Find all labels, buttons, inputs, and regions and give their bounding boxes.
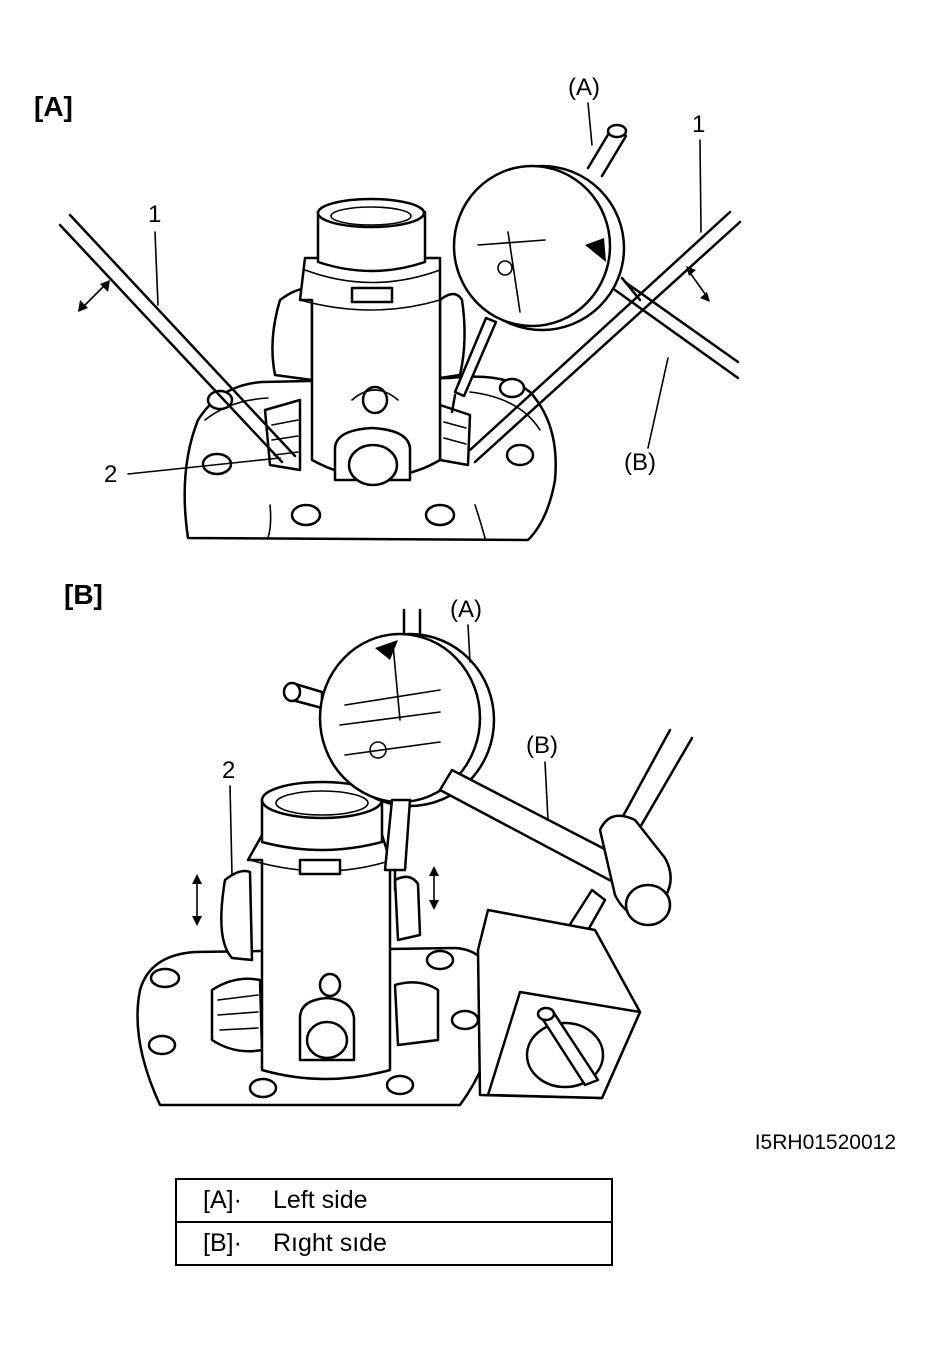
callout-b-gear: 2 <box>222 757 235 784</box>
gauge-stand-a <box>613 276 740 380</box>
panel-b-illustration: [B] <box>64 579 694 1107</box>
movement-arrows-b <box>192 866 439 926</box>
differential-case-b <box>136 780 497 1107</box>
callout-a-dial: (A) <box>568 74 600 101</box>
callout-b-dial: (A) <box>450 596 482 623</box>
legend-cell-b: [B]· Rıght sıde <box>175 1221 613 1266</box>
dial-gauge-a <box>450 123 628 414</box>
legend-value-b: Rıght sıde <box>273 1229 387 1257</box>
panel-b-tag: [B] <box>64 579 103 610</box>
legend-row-a: [A]· Left side <box>175 1178 613 1223</box>
panel-a-illustration: [A] <box>34 74 742 542</box>
callout-a-bar-right: 1 <box>692 111 705 138</box>
legend-value-a: Left side <box>273 1186 368 1214</box>
differential-case-a <box>183 197 557 542</box>
callout-a-bar-left: 1 <box>148 201 161 228</box>
legend-key-b: [B]· <box>203 1229 242 1257</box>
legend-table: [A]· Left side [B]· Rıght sıde <box>175 1178 613 1266</box>
callout-a-gear: 2 <box>104 461 117 488</box>
callout-b-stand: (B) <box>526 732 558 759</box>
figure-code: I5RH01520012 <box>755 1131 896 1154</box>
panel-a-tag: [A] <box>34 91 73 122</box>
legend-key-a: [A]· <box>203 1186 242 1214</box>
legend-row-b: [B]· Rıght sıde <box>175 1221 613 1266</box>
feeler-bars-a <box>58 210 742 464</box>
legend-cell-a: [A]· Left side <box>175 1178 613 1223</box>
callout-a-stand: (B) <box>624 449 656 476</box>
dial-gauge-b <box>282 608 496 892</box>
gauge-stand-b <box>438 728 694 1100</box>
differential-backlash-figure: [A] <box>34 74 896 1154</box>
